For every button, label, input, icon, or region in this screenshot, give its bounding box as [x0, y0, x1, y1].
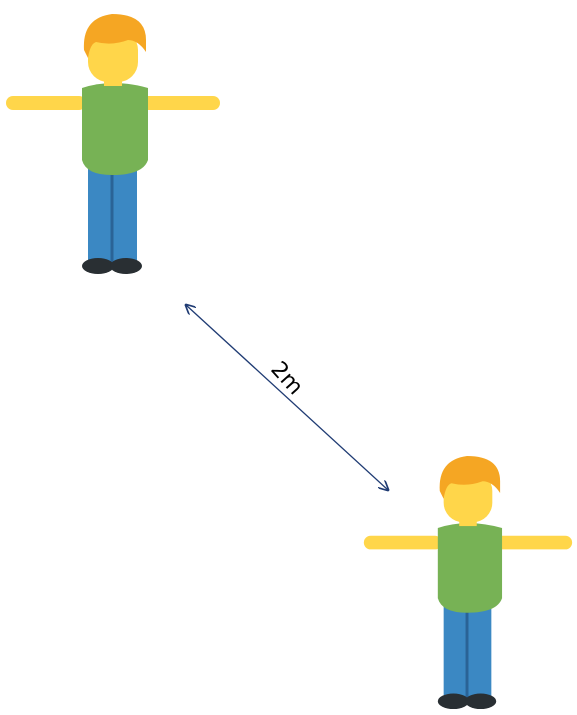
left-leg — [88, 160, 113, 268]
right-leg — [112, 160, 137, 268]
right-arm — [140, 96, 220, 110]
left-arm — [6, 96, 86, 110]
shirt — [82, 83, 148, 175]
distance-arrow-line — [186, 305, 388, 490]
left-leg — [443, 598, 468, 704]
right-leg — [467, 598, 492, 704]
head — [88, 30, 138, 82]
right-arm — [494, 535, 573, 550]
head — [443, 471, 493, 523]
person-figure-2 — [363, 455, 573, 710]
person-figure-1 — [6, 14, 220, 274]
right-shoe — [465, 693, 497, 710]
left-shoe — [82, 258, 114, 274]
shirt — [437, 523, 503, 613]
hair — [439, 455, 501, 499]
hair — [83, 14, 146, 58]
left-arm — [363, 535, 442, 550]
left-shoe — [437, 693, 469, 710]
right-shoe — [110, 258, 142, 274]
